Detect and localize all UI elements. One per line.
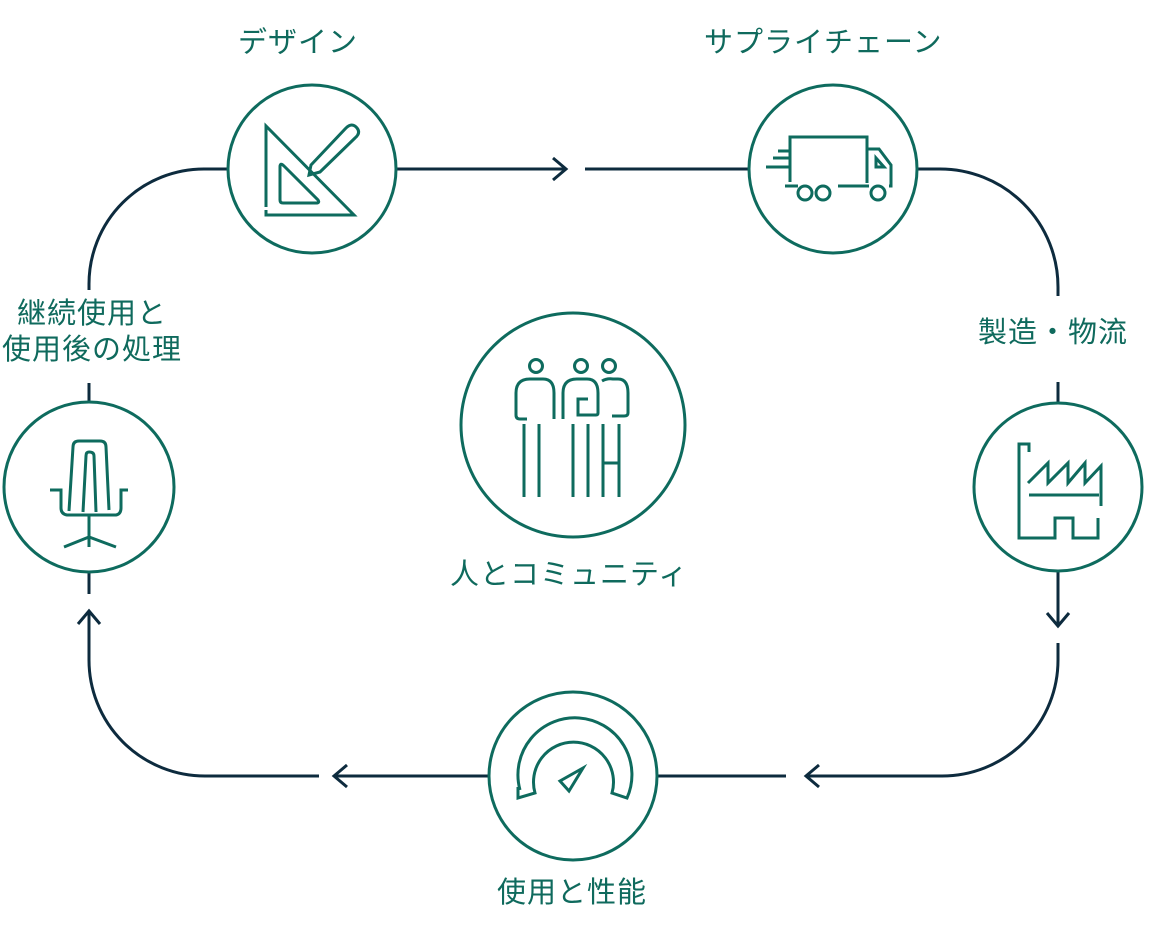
connector-use-to-eol-tail — [87, 611, 319, 778]
arrowhead-right — [552, 156, 569, 182]
center-label: 人とコミュニティ — [450, 557, 689, 591]
stage-label-end-of-life: 継続使用と 使用後の処理 — [2, 295, 182, 368]
connector-eol-to-design — [87, 167, 228, 290]
connector-supply-to-factory — [917, 167, 1060, 296]
end-of-life-circle — [2, 400, 176, 574]
stage-circles — [2, 83, 1144, 862]
connector-track — [76, 156, 1071, 789]
design-circle — [226, 83, 398, 255]
arrowhead-left — [331, 763, 348, 789]
set-square-pencil-icon — [264, 122, 361, 217]
arrowhead-left — [803, 763, 820, 789]
stage-label-use: 使用と性能 — [497, 875, 648, 909]
delivery-truck-icon — [766, 135, 893, 202]
connector-factory-to-use — [806, 643, 1060, 778]
stage-label-supply-chain: サプライチェーン — [704, 25, 943, 59]
arrowhead-down — [1045, 612, 1071, 629]
stage-label-end-of-life-line1: 継続使用と — [17, 296, 168, 330]
people-group-icon — [514, 358, 630, 497]
manufacturing-circle — [972, 401, 1144, 573]
gauge-icon — [516, 716, 634, 801]
supply-chain-circle — [747, 83, 919, 255]
arrowhead-up — [76, 608, 102, 625]
stage-label-manufacturing: 製造・物流 — [978, 315, 1129, 349]
factory-icon — [1017, 442, 1103, 540]
office-chair-icon — [50, 439, 128, 549]
stage-label-design: デザイン — [238, 25, 359, 59]
stage-label-end-of-life-line2: 使用後の処理 — [2, 332, 183, 367]
